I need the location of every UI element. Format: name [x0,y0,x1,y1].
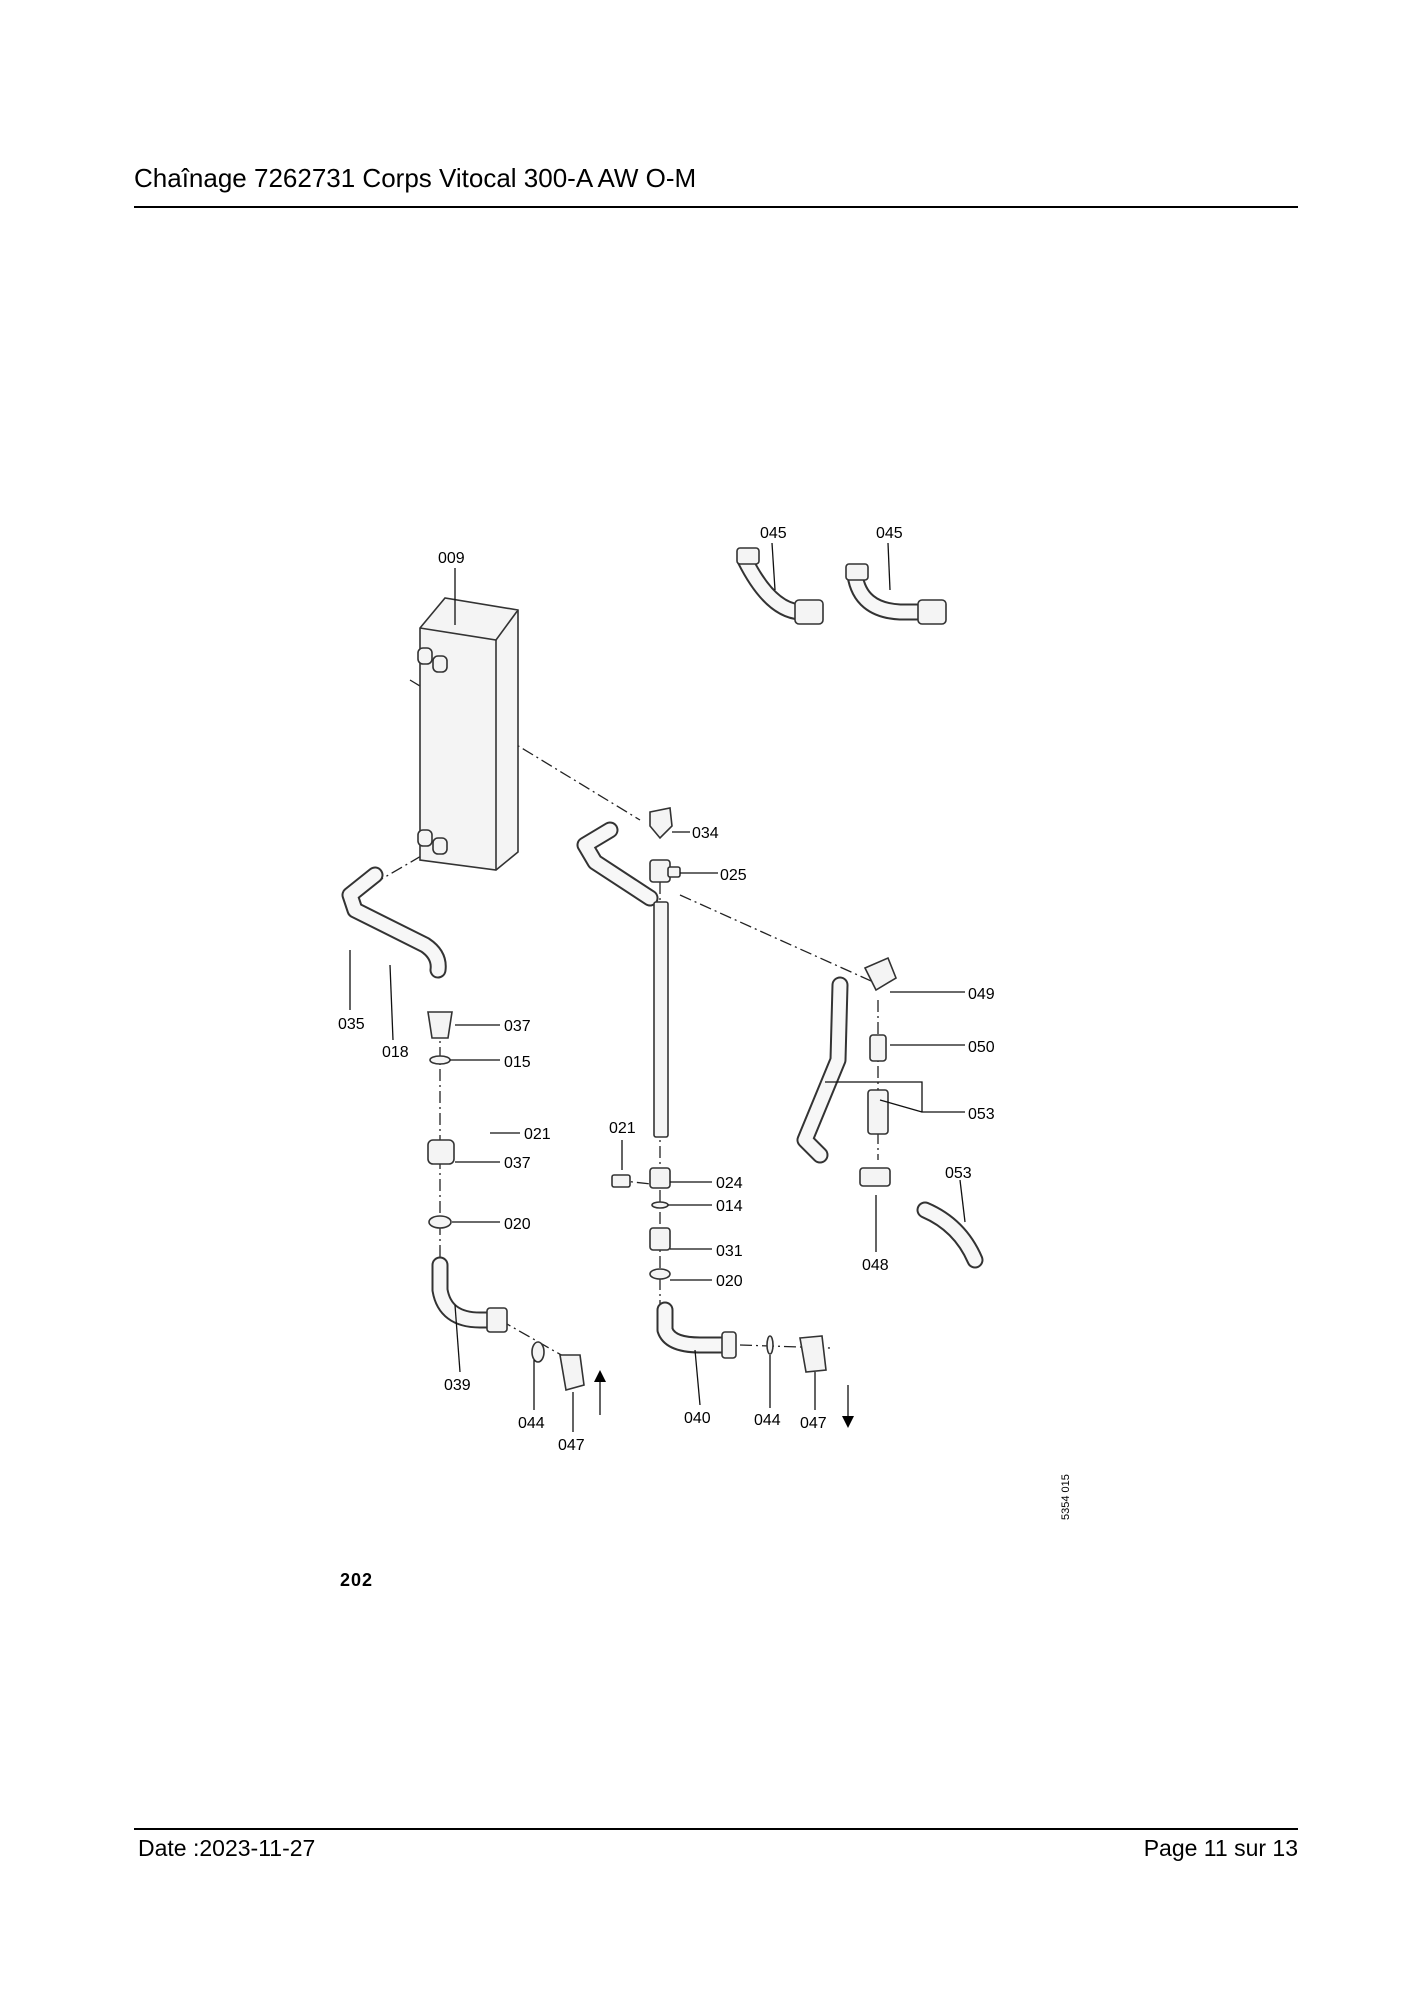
callout-034: 034 [692,825,719,842]
callout-031: 031 [716,1243,743,1260]
right-pipe-run [796,956,984,1269]
page-header-title: Chaînage 7262731 Corps Vitocal 300-A AW … [134,163,697,193]
callout-047-a: 047 [558,1437,585,1454]
callout-039: 039 [444,1377,471,1394]
footer-rule [134,1828,1298,1830]
callout-014: 014 [716,1198,743,1215]
callout-044-b: 044 [754,1412,781,1429]
figure-number: 202 [340,1570,374,1590]
callout-035: 035 [338,1016,365,1033]
callout-018: 018 [382,1044,409,1061]
callout-020-a: 020 [504,1216,531,1233]
callout-009: 009 [438,550,465,567]
callout-024: 024 [716,1175,743,1192]
part-callouts: 009 045 045 034 025 049 050 053 053 048 … [338,525,995,1454]
leader-lines [349,542,966,1432]
callout-021-a: 021 [524,1126,551,1143]
callout-015: 015 [504,1054,531,1071]
callout-040: 040 [684,1410,711,1427]
callout-037-a: 037 [504,1018,531,1035]
connection-hoses [736,547,947,625]
callout-037-b: 037 [504,1155,531,1172]
callout-044-a: 044 [518,1415,545,1432]
centre-pipe-run [576,807,827,1373]
callout-025: 025 [720,867,747,884]
callout-053-b: 053 [945,1165,972,1182]
left-pipe-run [341,866,585,1392]
flow-arrows [594,1370,854,1428]
callout-045-b: 045 [876,525,903,542]
callout-020-b: 020 [716,1273,743,1290]
plate-heat-exchanger [417,597,519,871]
callout-047-b: 047 [800,1415,827,1432]
footer-date: Date :2023-11-27 [138,1835,316,1861]
callout-045-a: 045 [760,525,787,542]
header-rule [134,206,1298,208]
callout-021-b: 021 [609,1120,636,1137]
callout-049: 049 [968,986,995,1003]
callout-053-a: 053 [968,1106,995,1123]
callout-048: 048 [862,1257,889,1274]
callout-050: 050 [968,1039,995,1056]
footer-page-number: Page 11 sur 13 [1143,1835,1298,1861]
drawing-reference-number: 5354 015 [1060,1474,1072,1520]
